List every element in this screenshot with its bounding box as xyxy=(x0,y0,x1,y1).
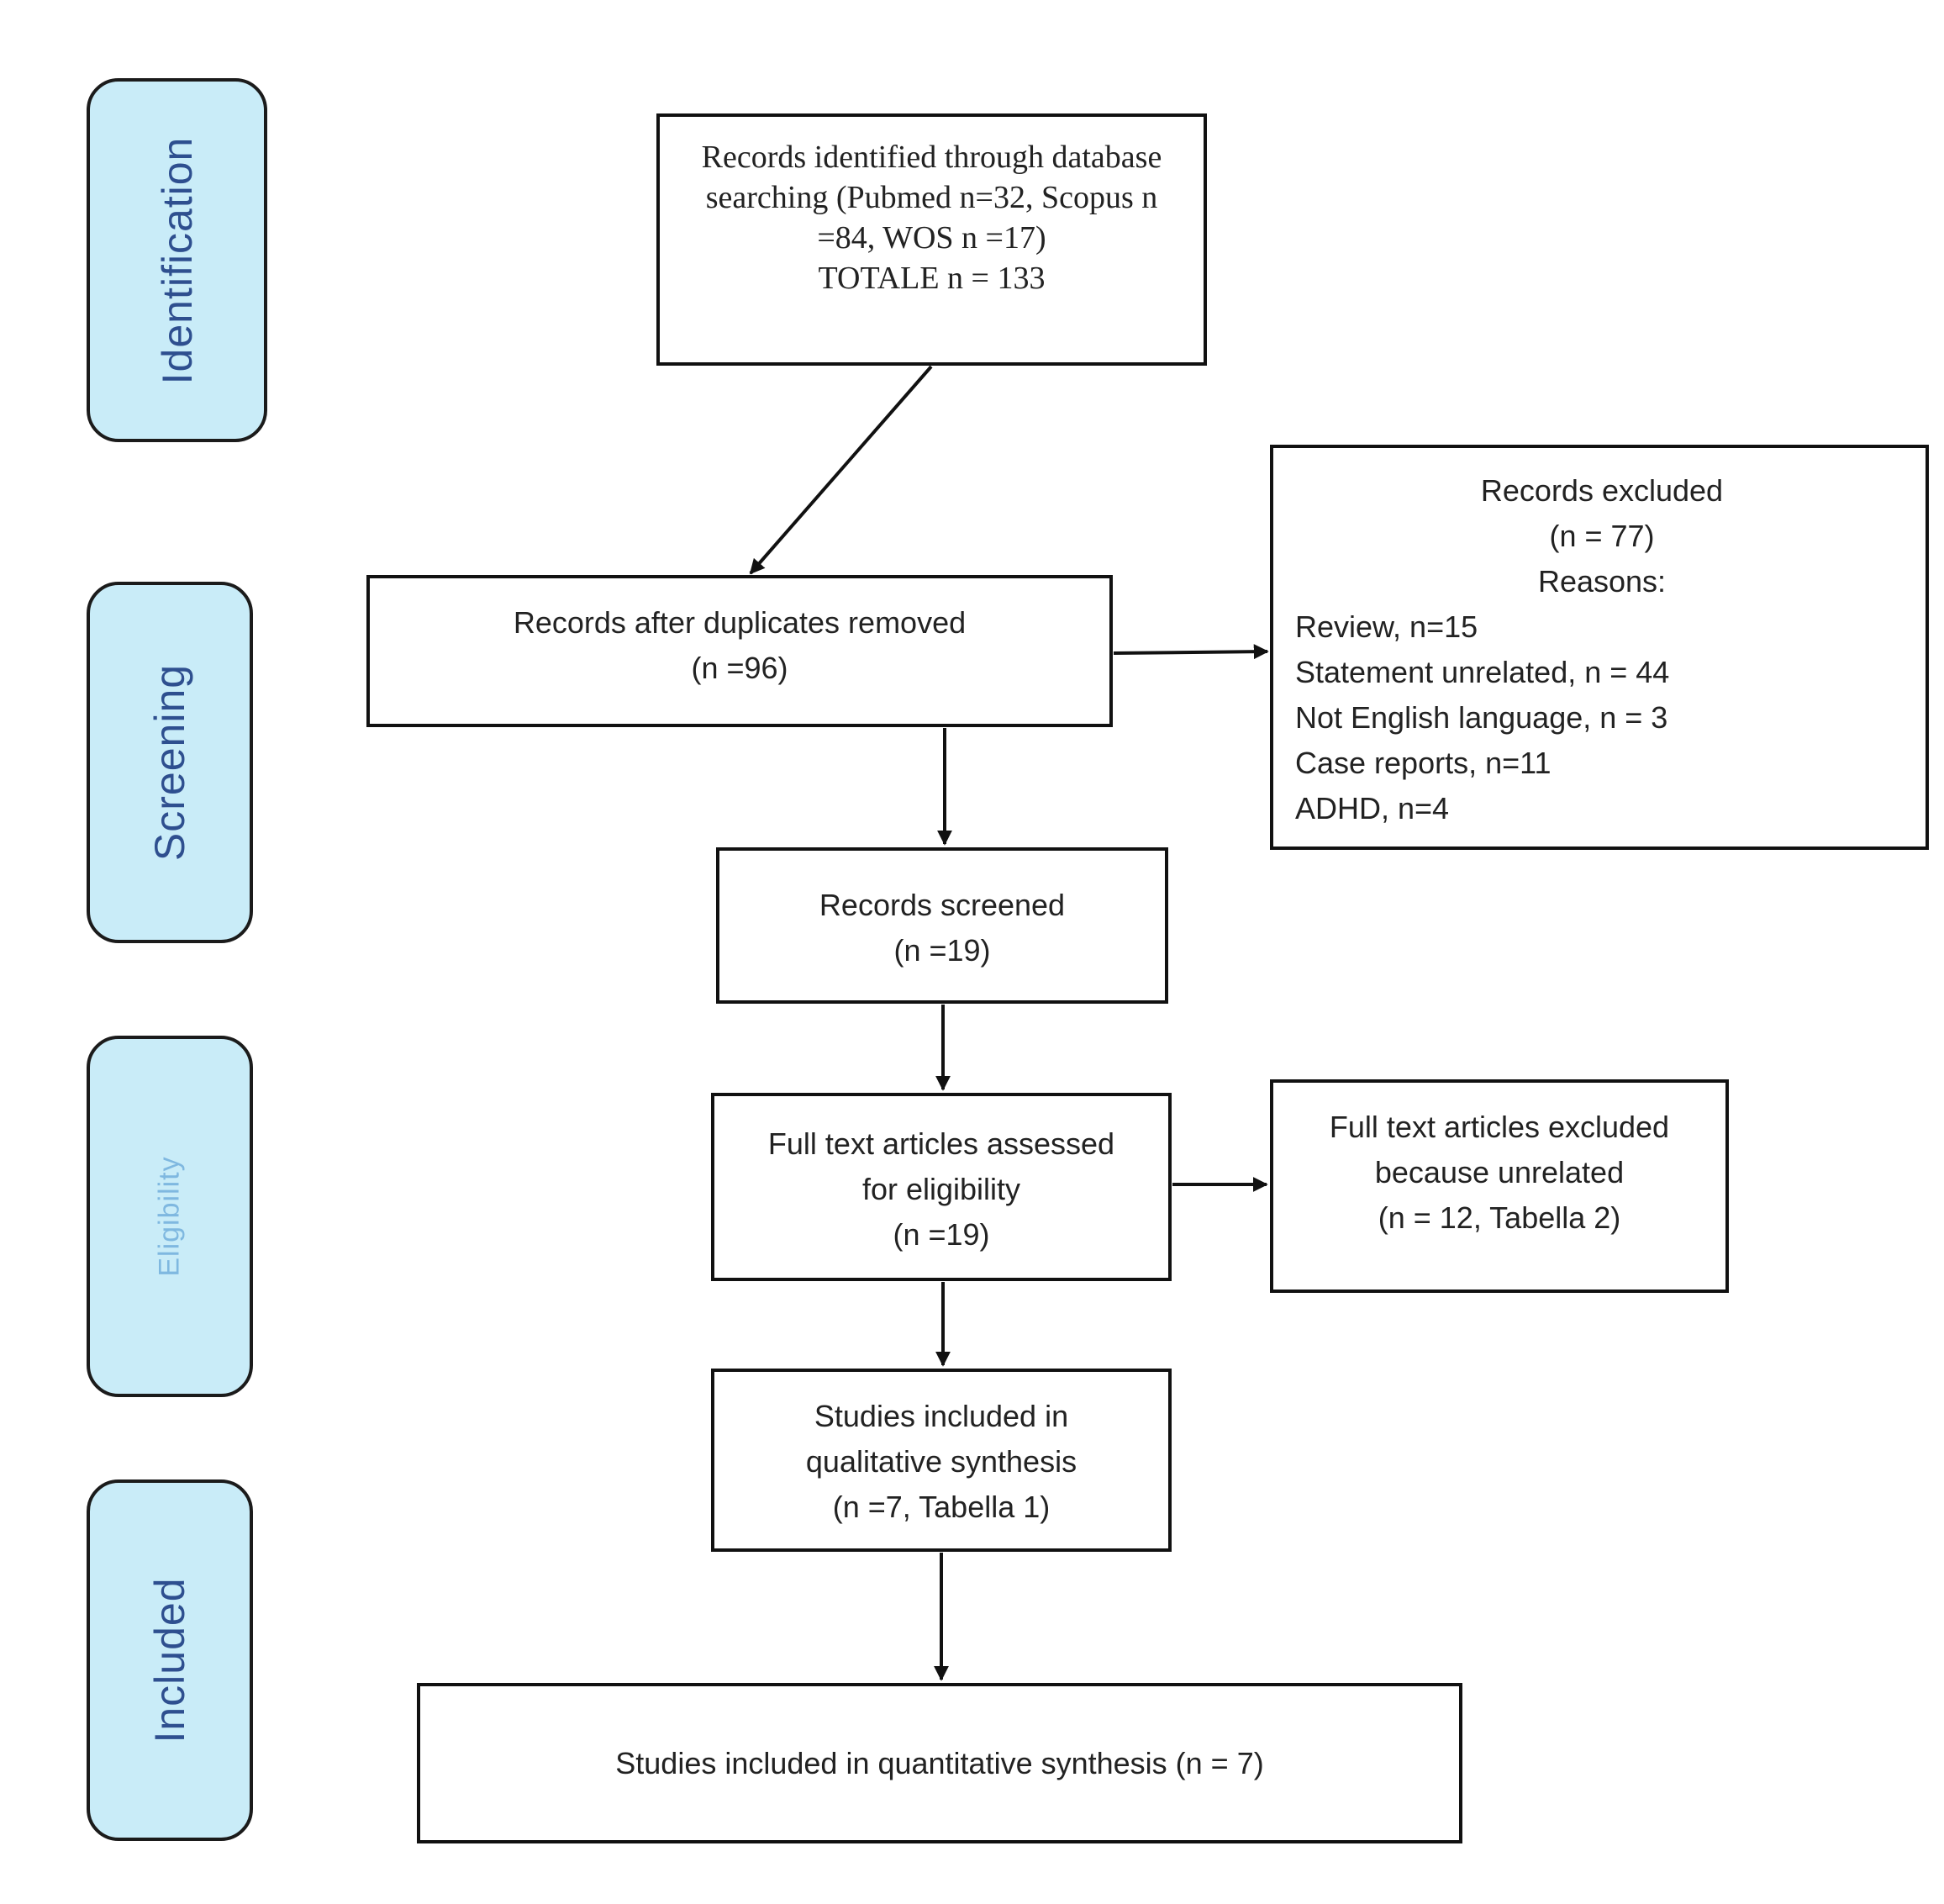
records-excluded-count: (n = 77) xyxy=(1549,519,1655,553)
phase-identification: Identification xyxy=(87,78,267,442)
arrow-identified-to-duplicates xyxy=(749,365,933,575)
records-excluded-reasons-heading: Reasons: xyxy=(1537,564,1667,599)
records-excluded-box: Records excluded (n = 77) Reasons: Revie… xyxy=(1270,445,1929,850)
phase-screening: Screening xyxy=(87,582,253,943)
qualitative-synthesis-box: Studies included in qualitative synthesi… xyxy=(711,1369,1172,1552)
full-text-excluded-line-3: (n = 12, Tabella 2) xyxy=(1378,1200,1621,1235)
qualitative-synthesis-line-2: qualitative synthesis xyxy=(805,1444,1077,1479)
exclusion-reason-item: Review, n=15 xyxy=(1295,609,1478,644)
full-text-assessed-box: Full text articles assessed for eligibil… xyxy=(711,1093,1172,1281)
full-text-excluded-box: Full text articles excluded because unre… xyxy=(1270,1079,1729,1293)
records-identified-line-2: searching (Pubmed n=32, Scopus n xyxy=(705,180,1158,215)
records-screened-line-2: (n =19) xyxy=(893,933,991,968)
qualitative-synthesis-line-3: (n =7, Tabella 1) xyxy=(832,1490,1051,1524)
full-text-excluded-line-1: Full text articles excluded xyxy=(1329,1110,1670,1144)
records-identified-box: Records identified through database sear… xyxy=(656,113,1207,366)
records-identified-line-4: TOTALE n = 133 xyxy=(818,261,1046,296)
full-text-assessed-line-1: Full text articles assessed xyxy=(767,1126,1115,1161)
records-after-duplicates-line-2: (n =96) xyxy=(691,651,788,685)
exclusion-reason-item: ADHD, n=4 xyxy=(1295,791,1450,825)
exclusion-reason-item: Not English language, n = 3 xyxy=(1295,700,1668,735)
full-text-excluded-line-2: because unrelated xyxy=(1374,1155,1625,1189)
records-after-duplicates-line-1: Records after duplicates removed xyxy=(513,605,967,640)
arrow-duplicates-to-excluded xyxy=(1113,644,1269,660)
quantitative-synthesis-box: Studies included in quantitative synthes… xyxy=(417,1683,1462,1843)
phase-included: Included xyxy=(87,1479,253,1841)
quantitative-synthesis-line-1: Studies included in quantitative synthes… xyxy=(615,1745,1264,1780)
records-excluded-title: Records excluded xyxy=(1480,473,1724,508)
exclusion-reason-item: Statement unrelated, n = 44 xyxy=(1295,655,1670,689)
records-identified-line-1: Records identified through database xyxy=(701,140,1162,175)
full-text-assessed-line-2: for eligibility xyxy=(861,1172,1021,1206)
full-text-assessed-line-3: (n =19) xyxy=(893,1217,990,1252)
records-identified-line-3: =84, WOS n =17) xyxy=(817,220,1046,256)
records-screened-line-1: Records screened xyxy=(819,888,1066,922)
exclusion-reason-item: Case reports, n=11 xyxy=(1295,746,1552,780)
qualitative-synthesis-line-1: Studies included in xyxy=(814,1399,1069,1433)
records-screened-box: Records screened (n =19) xyxy=(716,847,1168,1004)
records-after-duplicates-box: Records after duplicates removed (n =96) xyxy=(366,575,1113,727)
phase-eligibility: Eligibility xyxy=(87,1036,253,1397)
